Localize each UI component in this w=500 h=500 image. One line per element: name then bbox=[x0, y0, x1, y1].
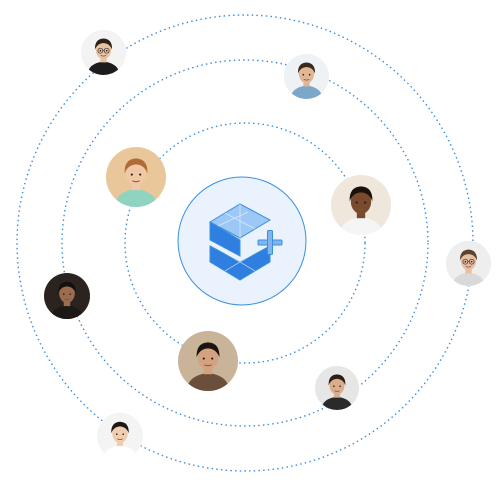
plus-vertical bbox=[267, 230, 273, 255]
portrait-face bbox=[59, 283, 75, 303]
portrait-hair bbox=[328, 374, 346, 386]
portrait-eye-right bbox=[139, 173, 142, 176]
portrait-face bbox=[350, 188, 372, 214]
portrait-eye-right bbox=[211, 357, 214, 360]
portrait-face bbox=[112, 423, 128, 443]
portrait-shoulders bbox=[50, 305, 84, 319]
portrait-mouth bbox=[334, 390, 340, 392]
avatar-woman-curly-hair bbox=[331, 175, 391, 235]
avatar-woman-smiling bbox=[106, 147, 166, 207]
orbit-ring-inner bbox=[124, 122, 366, 364]
portrait-eye-right bbox=[122, 433, 125, 435]
logo-left-facet bbox=[209, 221, 241, 257]
portrait-face bbox=[95, 40, 112, 60]
portrait-mouth bbox=[303, 78, 310, 81]
portrait-mouth bbox=[100, 54, 107, 57]
portrait-icon bbox=[44, 273, 90, 319]
portrait-shoulders bbox=[114, 189, 158, 207]
portrait-icon bbox=[284, 54, 329, 99]
portrait-face bbox=[298, 64, 315, 84]
portrait-shoulders bbox=[290, 85, 323, 99]
avatar-man-bottom-right bbox=[315, 366, 359, 410]
avatar-man-glasses-top bbox=[81, 30, 126, 75]
portrait-eye-left bbox=[62, 293, 65, 295]
portrait-eye-right bbox=[339, 385, 341, 388]
portrait-eye-right bbox=[364, 201, 367, 204]
portrait-eye-left bbox=[99, 49, 102, 52]
portrait-shoulders bbox=[339, 217, 383, 235]
portrait-hair bbox=[297, 62, 316, 74]
portrait-shoulders bbox=[103, 445, 137, 459]
portrait-icon bbox=[331, 175, 391, 235]
portrait-eye-left bbox=[202, 357, 205, 360]
portrait-hair bbox=[349, 186, 373, 202]
portrait-face bbox=[329, 376, 345, 395]
platform-logo-icon bbox=[208, 203, 272, 281]
portrait-shoulders bbox=[452, 272, 485, 286]
portrait-eye-right bbox=[470, 260, 473, 263]
portrait-icon bbox=[446, 241, 491, 286]
logo-grid-lines bbox=[217, 204, 256, 272]
portrait-face bbox=[197, 344, 219, 370]
plus-icon bbox=[257, 230, 283, 255]
portrait-icon bbox=[81, 30, 126, 75]
avatar-man-glasses-right bbox=[446, 241, 491, 286]
portrait-mouth bbox=[64, 298, 70, 301]
portrait-eye-right bbox=[69, 293, 72, 295]
portrait-eye-left bbox=[333, 385, 335, 388]
portrait-eye-left bbox=[464, 260, 467, 263]
glasses-lens-left bbox=[97, 47, 104, 54]
portrait-hair bbox=[58, 281, 76, 294]
portrait-eye-left bbox=[355, 201, 358, 204]
portrait-eye-left bbox=[130, 173, 133, 176]
portrait-hair bbox=[196, 342, 220, 358]
portrait-hair bbox=[111, 421, 129, 434]
portrait-icon bbox=[315, 366, 359, 410]
portrait-face bbox=[460, 251, 477, 271]
portrait-shoulders bbox=[87, 61, 120, 75]
portrait-hair bbox=[94, 38, 113, 50]
avatar-man-crossed-arms bbox=[284, 54, 329, 99]
portrait-eye-left bbox=[302, 73, 305, 76]
portrait-eye-left bbox=[115, 433, 118, 435]
hub-circle bbox=[177, 176, 307, 306]
portrait-icon bbox=[106, 147, 166, 207]
portrait-icon bbox=[97, 413, 143, 459]
portrait-eye-right bbox=[105, 49, 108, 52]
hub bbox=[177, 176, 307, 306]
portrait-eye-right bbox=[308, 73, 311, 76]
orbit-ring-middle bbox=[61, 59, 429, 427]
portrait-shoulders bbox=[321, 396, 353, 410]
avatar-woman-bun bbox=[97, 413, 143, 459]
portrait-mouth bbox=[117, 438, 123, 441]
portrait-icon bbox=[178, 331, 238, 391]
glasses-lens-right bbox=[103, 47, 110, 54]
portrait-mouth bbox=[132, 180, 140, 183]
portrait-hair bbox=[124, 158, 148, 174]
portrait-mouth bbox=[465, 265, 472, 268]
portrait-mouth bbox=[204, 364, 212, 367]
portrait-shoulders bbox=[186, 373, 230, 391]
portrait-mouth bbox=[357, 208, 365, 211]
avatar-man-dark-suit bbox=[44, 273, 90, 319]
portrait-face bbox=[125, 160, 147, 186]
avatar-man-center bbox=[178, 331, 238, 391]
portrait-hair bbox=[459, 249, 478, 261]
